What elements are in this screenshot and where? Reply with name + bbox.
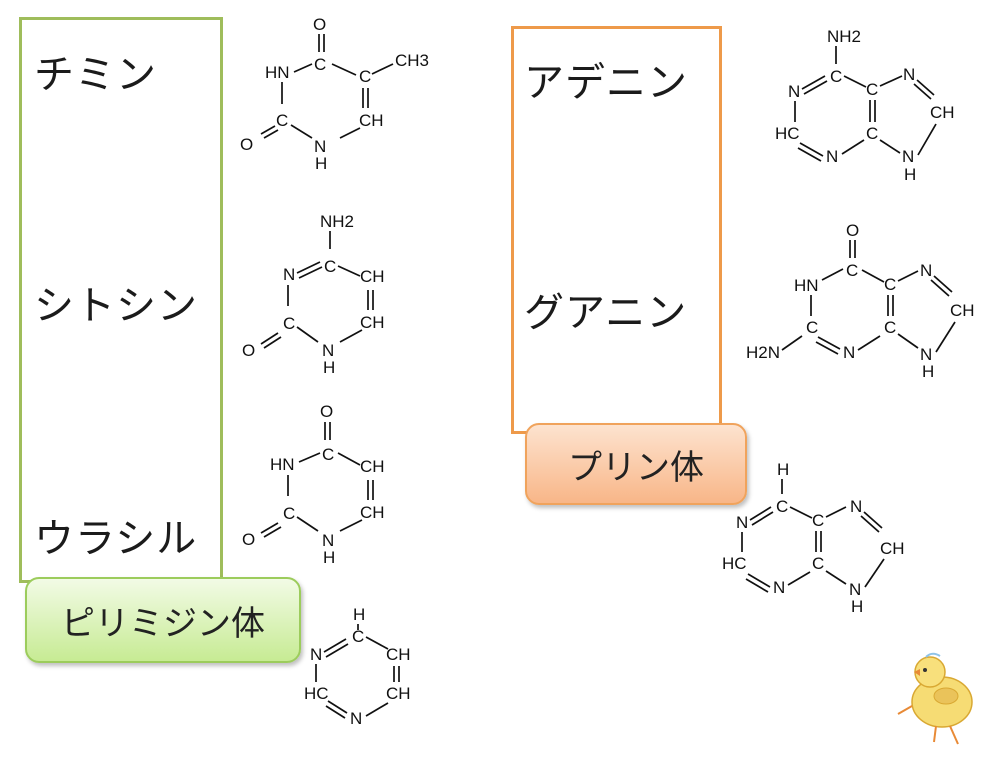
svg-text:C: C bbox=[812, 511, 824, 530]
adenine-label: アデニン bbox=[524, 60, 688, 106]
pyrimidine-badge: ピリミジン体 bbox=[25, 577, 301, 663]
svg-text:N: N bbox=[902, 147, 914, 166]
svg-text:C: C bbox=[359, 67, 371, 86]
svg-text:HN: HN bbox=[270, 455, 295, 474]
svg-text:C: C bbox=[830, 67, 842, 86]
svg-text:H: H bbox=[353, 605, 365, 624]
svg-text:H: H bbox=[315, 154, 327, 173]
svg-text:CH: CH bbox=[360, 267, 385, 286]
svg-text:H: H bbox=[851, 597, 863, 616]
svg-text:N: N bbox=[314, 137, 326, 156]
svg-text:CH3: CH3 bbox=[395, 51, 429, 70]
svg-text:H: H bbox=[904, 165, 916, 184]
svg-text:N: N bbox=[322, 341, 334, 360]
svg-text:N: N bbox=[736, 513, 748, 532]
svg-text:C: C bbox=[352, 627, 364, 646]
svg-text:N: N bbox=[903, 65, 915, 84]
uracil-label: ウラシル bbox=[34, 516, 198, 562]
svg-text:N: N bbox=[920, 345, 932, 364]
svg-text:C: C bbox=[866, 124, 878, 143]
svg-text:C: C bbox=[866, 80, 878, 99]
svg-text:HN: HN bbox=[265, 63, 290, 82]
svg-text:C: C bbox=[776, 497, 788, 516]
svg-text:HC: HC bbox=[304, 684, 329, 703]
svg-text:CH: CH bbox=[360, 457, 385, 476]
svg-text:H: H bbox=[323, 548, 335, 567]
svg-text:HN: HN bbox=[794, 276, 819, 295]
pyrimidine-group-box bbox=[19, 17, 223, 583]
svg-text:CH: CH bbox=[930, 103, 955, 122]
svg-text:H: H bbox=[323, 358, 335, 377]
svg-text:CH: CH bbox=[386, 684, 411, 703]
guanine-label: グアニン bbox=[524, 290, 688, 336]
cytosine-label: シトシン bbox=[34, 283, 198, 329]
svg-text:N: N bbox=[773, 578, 785, 597]
svg-text:O: O bbox=[242, 530, 255, 549]
svg-text:CH: CH bbox=[950, 301, 975, 320]
svg-text:O: O bbox=[313, 15, 326, 34]
svg-text:HC: HC bbox=[722, 554, 747, 573]
svg-text:N: N bbox=[850, 497, 862, 516]
svg-text:C: C bbox=[283, 314, 295, 333]
svg-text:H: H bbox=[777, 460, 789, 479]
svg-text:N: N bbox=[843, 343, 855, 362]
svg-text:CH: CH bbox=[359, 111, 384, 130]
svg-text:CH: CH bbox=[386, 645, 411, 664]
svg-text:C: C bbox=[812, 554, 824, 573]
thymine-label: チミン bbox=[34, 52, 157, 98]
svg-text:C: C bbox=[806, 318, 818, 337]
purine-badge: プリン体 bbox=[525, 423, 747, 505]
svg-text:N: N bbox=[350, 709, 362, 728]
svg-text:N: N bbox=[322, 531, 334, 550]
svg-text:C: C bbox=[322, 445, 334, 464]
svg-text:CH: CH bbox=[360, 313, 385, 332]
svg-text:N: N bbox=[849, 580, 861, 599]
svg-text:C: C bbox=[884, 275, 896, 294]
svg-text:NH2: NH2 bbox=[827, 27, 861, 46]
svg-text:C: C bbox=[276, 111, 288, 130]
chick-illustration bbox=[897, 652, 973, 745]
svg-text:H2N: H2N bbox=[746, 343, 780, 362]
svg-text:C: C bbox=[884, 318, 896, 337]
svg-text:H: H bbox=[922, 362, 934, 381]
svg-text:HC: HC bbox=[775, 124, 800, 143]
svg-text:C: C bbox=[324, 257, 336, 276]
svg-text:CH: CH bbox=[360, 503, 385, 522]
svg-text:N: N bbox=[283, 265, 295, 284]
svg-text:O: O bbox=[242, 341, 255, 360]
svg-text:C: C bbox=[314, 55, 326, 74]
svg-text:CH: CH bbox=[880, 539, 905, 558]
svg-text:N: N bbox=[920, 261, 932, 280]
svg-text:N: N bbox=[788, 82, 800, 101]
svg-text:N: N bbox=[310, 645, 322, 664]
svg-text:O: O bbox=[846, 221, 859, 240]
svg-text:NH2: NH2 bbox=[320, 212, 354, 231]
svg-text:O: O bbox=[240, 135, 253, 154]
svg-text:C: C bbox=[846, 261, 858, 280]
svg-text:C: C bbox=[283, 504, 295, 523]
svg-text:O: O bbox=[320, 402, 333, 421]
svg-text:N: N bbox=[826, 147, 838, 166]
